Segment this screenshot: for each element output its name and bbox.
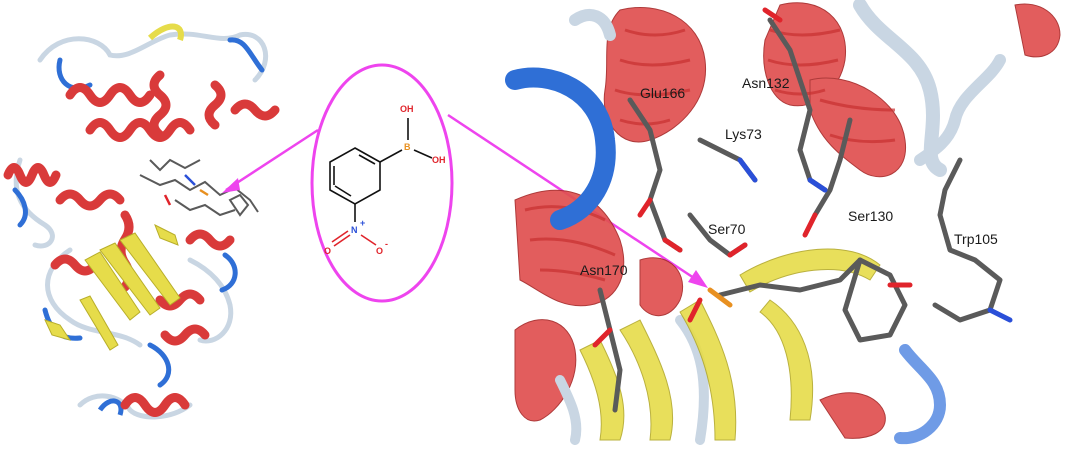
heteroatom-oxygen (687, 297, 703, 323)
residue-label-ser130: Ser130 (848, 208, 893, 224)
coil (894, 344, 947, 445)
coil (77, 393, 193, 420)
residue-ser130-sticks (812, 117, 853, 218)
sheet (119, 232, 181, 306)
helix-detail (819, 98, 896, 144)
coil (675, 315, 709, 445)
residue-label-asn170: Asn170 (580, 262, 628, 278)
ligand-sticks (184, 174, 196, 186)
helix-detail (614, 28, 691, 126)
protein-overview (3, 23, 280, 420)
helix (65, 83, 155, 107)
sheet (79, 295, 119, 351)
benzene-ring (329, 147, 381, 205)
active-site-view: Glu166 Asn132 Lys73 Ser130 Ser70 Trp105 … (505, 0, 1061, 445)
coil (505, 67, 616, 230)
coil (569, 9, 616, 41)
helix (149, 70, 171, 140)
helix (1014, 3, 1061, 58)
ligand-chain-sticks (717, 257, 863, 298)
sheet (679, 299, 737, 441)
ligand-sticks (199, 188, 209, 197)
ligand-sticks (149, 158, 201, 172)
oh-right-label: OH (432, 155, 446, 165)
coil (97, 398, 124, 416)
ligand-sticks (174, 199, 236, 217)
ligand-sticks (163, 194, 172, 206)
helix (160, 324, 210, 346)
sheet (154, 223, 179, 246)
nitro-n-label: N (351, 225, 358, 235)
residue-label-ser70: Ser70 (708, 221, 746, 237)
sheet (99, 242, 161, 316)
oh-top-label: OH (400, 104, 414, 114)
nitro-o-left-label: O (324, 246, 331, 256)
coil (37, 31, 269, 83)
residue-asn170-sticks (597, 287, 623, 413)
heteroatom-nitrogen (737, 157, 758, 183)
coil (555, 375, 582, 445)
residue-label-asn132: Asn132 (742, 75, 790, 91)
coil (12, 187, 28, 228)
highlight-ellipse (310, 63, 454, 303)
sheet (759, 299, 814, 421)
sheet (44, 319, 72, 341)
helix (55, 189, 125, 211)
ligand-sticks (228, 193, 250, 217)
heteroatom-nitrogen (807, 177, 828, 193)
sheet (739, 248, 881, 293)
ligand-sticks (139, 174, 259, 213)
ligand-ring-sticks (842, 257, 908, 343)
sheet (619, 319, 674, 441)
coil (147, 23, 184, 41)
residue-label-glu166: Glu166 (640, 85, 685, 101)
helix (85, 118, 195, 142)
heteroatom-boron (707, 287, 733, 308)
coil (914, 54, 1006, 166)
nitro-o-right-label: O (376, 246, 383, 256)
residue-trp105-sticks (932, 157, 1003, 323)
sheet (579, 339, 625, 441)
helix (120, 393, 190, 417)
helix (3, 163, 61, 187)
nitro-plus-label: + (360, 218, 365, 228)
heteroatom-oxygen (802, 212, 818, 238)
helix (639, 257, 684, 317)
helix (185, 229, 235, 251)
nitro-minus-label: - (385, 239, 388, 249)
coil (147, 342, 172, 388)
helix (204, 80, 226, 130)
boron-label: B (404, 142, 411, 152)
residue-label-trp105: Trp105 (954, 231, 998, 247)
heteroatom-oxygen (727, 242, 748, 258)
heteroatom-oxygen (592, 327, 613, 348)
sheet (84, 251, 141, 321)
residue-lys73-sticks (697, 137, 758, 183)
helix (230, 99, 280, 121)
coil (56, 57, 93, 91)
heteroatom-oxygen (662, 237, 683, 253)
helix (603, 6, 707, 143)
helix (155, 289, 205, 311)
coil (219, 252, 238, 293)
coil (227, 37, 265, 73)
heteroatom-oxygen (762, 7, 783, 23)
helix (809, 77, 906, 178)
helix (819, 392, 886, 439)
arrow-to-overview (222, 128, 319, 193)
helix (50, 254, 100, 276)
heteroatom-nitrogen (987, 307, 1013, 323)
coil (13, 157, 55, 249)
coil (187, 257, 234, 344)
ligand-structure: OH B OH N + O O - (310, 63, 454, 303)
heteroatom-oxygen (637, 197, 653, 218)
residue-label-lys73: Lys73 (725, 126, 762, 142)
